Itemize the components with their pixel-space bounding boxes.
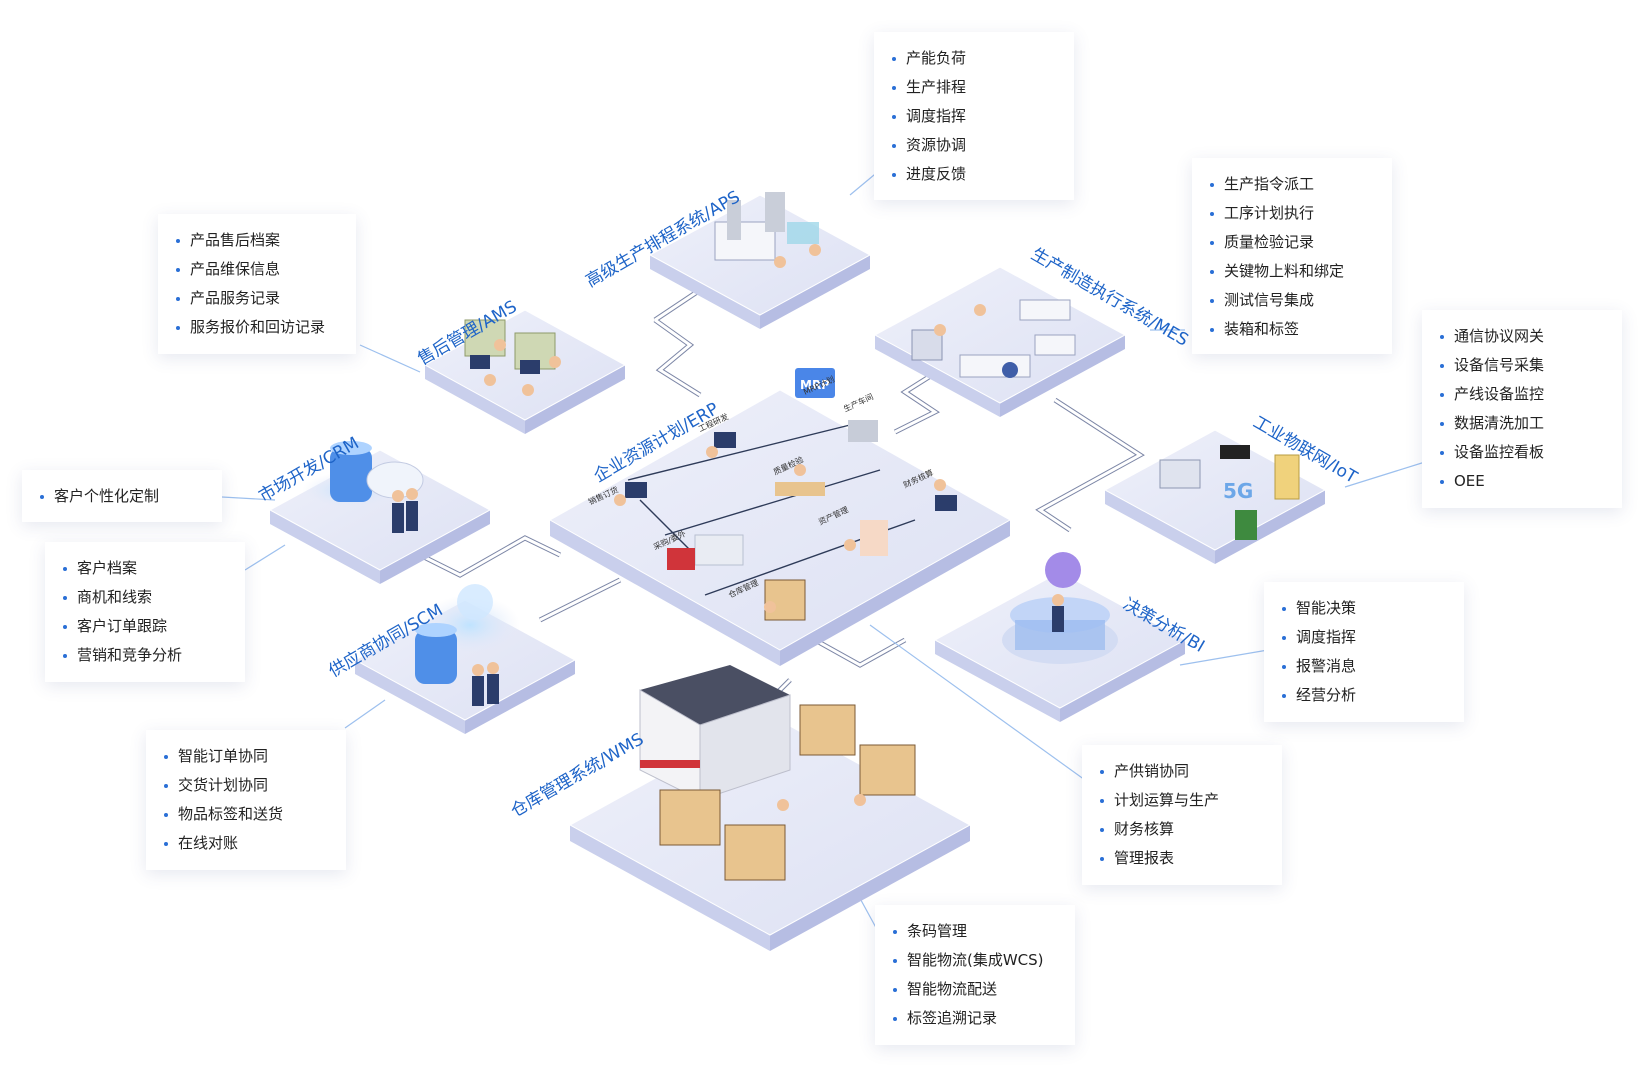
list-item: 生产指令派工	[1210, 170, 1374, 199]
truck-body	[694, 534, 744, 566]
asset-person	[844, 539, 856, 551]
list-item: 经营分析	[1282, 681, 1446, 710]
list-item: 设备监控看板	[1440, 438, 1604, 467]
list-item: 条码管理	[893, 917, 1057, 946]
asset-board	[860, 520, 888, 556]
rd-monitor	[714, 432, 736, 448]
scm-scene	[415, 584, 520, 706]
aps-worker	[774, 256, 786, 268]
list-item: 在线对账	[164, 829, 328, 858]
5g-badge: 5G	[1223, 479, 1253, 503]
crm-scene	[302, 441, 424, 533]
truck-cab	[667, 548, 695, 570]
card-wms: 条码管理智能物流(集成WCS)智能物流配送标签追溯记录	[875, 905, 1075, 1045]
aps-worker	[809, 244, 821, 256]
list-item: 质量检验记录	[1210, 228, 1374, 257]
workshop-machine	[848, 420, 878, 442]
gateway-device	[1220, 445, 1250, 459]
list-item: 数据清洗加工	[1440, 409, 1604, 438]
mrp-badge: MRP	[800, 378, 830, 392]
list-item: 产能负荷	[892, 44, 1056, 73]
sales-person	[614, 494, 626, 506]
tile-scm	[353, 599, 577, 734]
qc-person	[794, 464, 806, 476]
card-erp: 产供销协同计划运算与生产财务核算管理报表	[1082, 745, 1282, 885]
list-item: 设备信号采集	[1440, 351, 1604, 380]
list-item: 智能物流(集成WCS)	[893, 946, 1057, 975]
agv-robot	[1002, 362, 1018, 378]
list-item: 标签追溯记录	[893, 1004, 1057, 1033]
list-item: 进度反馈	[892, 160, 1056, 189]
erp-scene-label: 生产车间	[842, 391, 875, 414]
list-item: 物品标签和送货	[164, 800, 328, 829]
card-crm-top: 客户个性化定制	[22, 470, 222, 522]
list-item: 关键物上料和绑定	[1210, 257, 1374, 286]
list-item: 产品售后档案	[176, 226, 338, 255]
card-bi: 智能决策调度指挥报警消息经营分析	[1264, 582, 1464, 722]
list-item: 商机和线索	[63, 583, 227, 612]
rd-person	[706, 446, 718, 458]
list-item: 服务报价和回访记录	[176, 313, 338, 342]
list-item: 财务核算	[1100, 815, 1264, 844]
bi-scene	[1002, 552, 1118, 664]
list-item: 产品服务记录	[176, 284, 338, 313]
mes-scene	[911, 299, 1076, 378]
robot-arm	[727, 200, 741, 240]
list-item: 资源协调	[892, 131, 1056, 160]
list-item: 客户个性化定制	[40, 482, 204, 511]
card-aps: 产能负荷生产排程调度指挥资源协调进度反馈	[874, 32, 1074, 200]
card-ams: 产品售后档案产品维保信息产品服务记录服务报价和回访记录	[158, 214, 356, 354]
iot-scene: 5G	[1159, 445, 1300, 540]
list-item: 调度指挥	[1282, 623, 1446, 652]
list-item: 管理报表	[1100, 844, 1264, 873]
mrp-screen	[795, 368, 835, 398]
list-item: 通信协议网关	[1440, 322, 1604, 351]
leader-lines	[221, 169, 1426, 936]
card-mes: 生产指令派工工序计划执行质量检验记录关键物上料和绑定测试信号集成装箱和标签	[1192, 158, 1392, 354]
sales-monitor	[625, 482, 647, 498]
qc-boxes	[775, 482, 825, 496]
finance-person	[934, 479, 946, 491]
list-item: 营销和竞争分析	[63, 641, 227, 670]
list-item: 客户订单跟踪	[63, 612, 227, 641]
list-item: 装箱和标签	[1210, 315, 1374, 344]
list-item: 报警消息	[1282, 652, 1446, 681]
finance-monitor	[935, 495, 957, 511]
warehouse-shelf	[764, 579, 806, 621]
list-item: 智能决策	[1282, 594, 1446, 623]
card-scm: 智能订单协同交货计划协同物品标签和送货在线对账	[146, 730, 346, 870]
circuit-board	[1235, 510, 1257, 540]
wms-scene	[639, 665, 916, 881]
warehouse-person	[764, 601, 776, 613]
ams-scene	[464, 319, 561, 396]
list-item: 交货计划协同	[164, 771, 328, 800]
list-item: 工序计划执行	[1210, 199, 1374, 228]
list-item: 产品维保信息	[176, 255, 338, 284]
list-item: OEE	[1440, 467, 1604, 496]
tile-erp	[548, 389, 1012, 666]
list-item: 计划运算与生产	[1100, 786, 1264, 815]
list-item: 测试信号集成	[1210, 286, 1374, 315]
list-item: 调度指挥	[892, 102, 1056, 131]
aps-screen	[787, 222, 819, 244]
robot-arm	[765, 192, 785, 232]
list-item: 智能物流配送	[893, 975, 1057, 1004]
list-item: 生产排程	[892, 73, 1056, 102]
card-crm: 客户档案商机和线索客户订单跟踪营销和竞争分析	[45, 542, 245, 682]
list-item: 智能订单协同	[164, 742, 328, 771]
list-item: 客户档案	[63, 554, 227, 583]
aps-scene	[714, 192, 821, 268]
list-item: 产供销协同	[1100, 757, 1264, 786]
list-item: 产线设备监控	[1440, 380, 1604, 409]
